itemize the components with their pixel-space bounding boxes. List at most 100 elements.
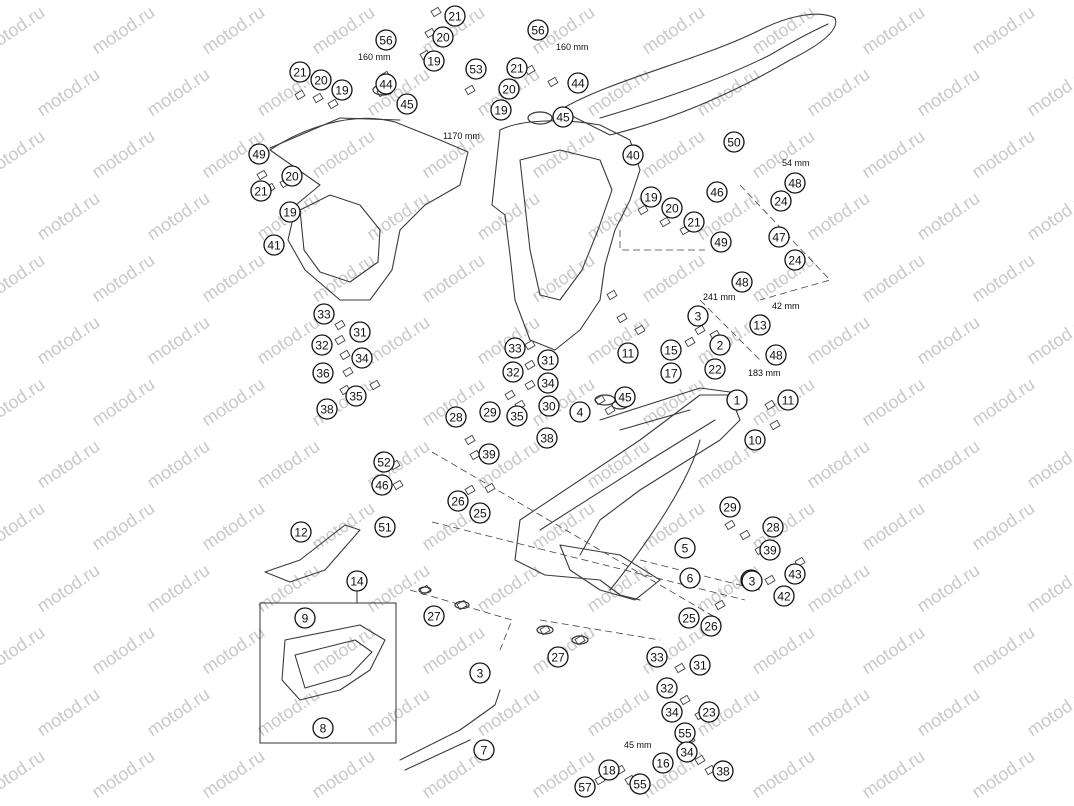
callout-number: 33 [650,651,664,665]
part-callout: 56 [527,19,549,41]
rear-frame-left-outline [269,117,469,301]
callout-circle [567,72,589,94]
part-callout: 25 [469,502,491,524]
callout-circle [768,226,790,248]
callout-circle [490,99,512,121]
part-callout: 13 [749,314,771,336]
callout-circle [373,451,395,473]
part-callout: 34 [676,741,698,763]
callout-number: 38 [716,765,730,779]
part-callout: 56 [375,29,397,51]
leader-3 [409,589,513,651]
callout-circle [574,776,596,798]
callout-circle [678,607,700,629]
callout-number: 34 [680,746,694,760]
callout-number: 14 [350,575,364,589]
callout-circle [444,5,466,27]
callout-number: 20 [436,31,450,45]
callout-number: 33 [317,308,331,322]
callout-number: 19 [335,84,349,98]
part-callout: 11 [777,389,799,411]
callout-number: 7 [481,744,488,758]
callout-number: 32 [315,339,329,353]
callout-number: 12 [294,526,308,540]
hardware-part [369,379,381,391]
callout-circle [310,69,332,91]
callout-number: 24 [774,195,788,209]
callout-circle [773,585,795,607]
lower-bracket [399,689,501,771]
hardware-part [714,599,726,611]
part-callout: 43 [784,563,806,585]
main-frame-down [514,519,641,601]
callout-number: 5 [682,542,689,556]
callout-number: 52 [377,456,391,470]
callout-circle [660,362,682,384]
part-callout: 34 [351,347,373,369]
part-callout: 18 [598,759,620,781]
leader-1 [431,451,721,621]
part-callout: 44 [567,72,589,94]
part-callout: 46 [371,474,393,496]
part-callout: 44 [375,73,397,95]
hardware-part [634,324,646,336]
callout-number: 2 [717,339,724,353]
ring-part [454,600,470,610]
dimension-label: 1170 mm [443,131,480,141]
callout-number: 27 [427,610,441,624]
dimension-label: 241 mm [703,292,736,302]
callout-number: 21 [293,66,307,80]
callout-circle [527,19,549,41]
callout-number: 21 [448,10,462,24]
part-callout: 38 [316,398,338,420]
callout-circle [640,186,662,208]
callout-circle [345,385,367,407]
part-callout: 45 [552,106,574,128]
callout-number: 45 [400,98,414,112]
dimension-label: 54 mm [782,158,810,168]
callout-number: 21 [510,62,524,76]
part-callout: 40 [622,144,644,166]
skid-plate-outline [281,624,386,701]
part-callout: 1 [726,389,748,411]
part-callout: 15 [660,339,682,361]
hardware-part [674,662,686,674]
rear-frame-left-detail [299,194,381,283]
part-callout: 28 [762,516,784,538]
callout-circle [617,342,639,364]
callout-circle [351,347,373,369]
callout-number: 32 [506,366,520,380]
part-callout: 9 [294,607,316,629]
part-callout: 20 [432,26,454,48]
callout-circle [660,339,682,361]
callout-number: 26 [451,495,465,509]
part-callout: 38 [536,427,558,449]
callout-number: 57 [578,781,592,795]
hardware-part [424,27,436,39]
callout-circle [698,701,720,723]
hardware-part [327,98,339,110]
part-callout: 46 [706,181,728,203]
callout-number: 26 [704,620,718,634]
callout-circle [704,358,726,380]
callout-circle [710,231,732,253]
part-callout: 57 [574,776,596,798]
callout-circle [741,570,763,592]
hardware-part [547,76,559,88]
part-callout: 26 [447,490,469,512]
callout-number: 31 [353,326,367,340]
hardware-part [764,574,776,586]
callout-number: 20 [502,83,516,97]
part-callout: 27 [423,605,445,627]
callout-number: 27 [551,651,565,665]
callout-number: 56 [379,34,393,48]
callout-number: 44 [379,78,393,92]
callout-circle [759,539,781,561]
callout-number: 25 [682,612,696,626]
part-callout: 33 [646,646,668,668]
part-callout: 10 [744,429,766,451]
ring-part [527,111,553,125]
callout-number: 23 [702,706,716,720]
